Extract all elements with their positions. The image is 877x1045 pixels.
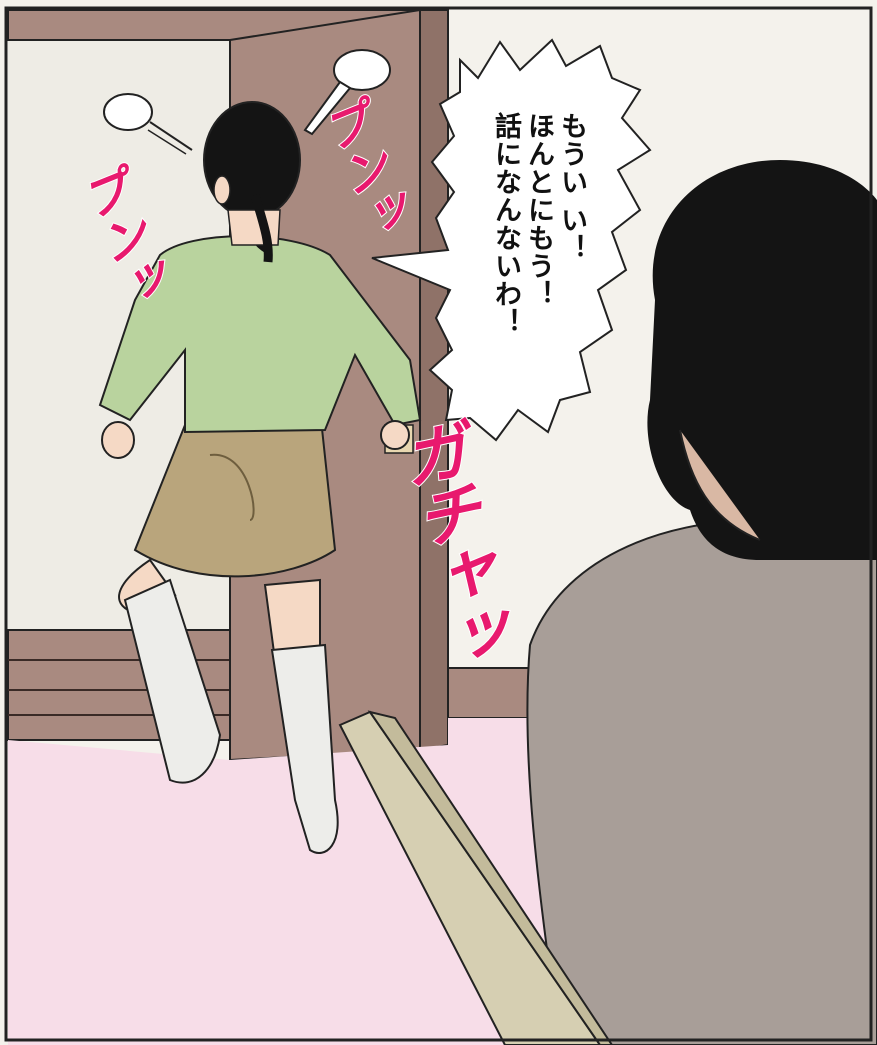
chair-back [338, 710, 614, 1045]
huff-cloud-icon [303, 49, 391, 136]
dialogue-text: もうい い！ ほんとにもう！ 話になんないわ！ [480, 112, 588, 442]
dialogue-line-3: 話になんないわ！ [490, 112, 521, 336]
man-figure [526, 160, 877, 1045]
huff-cloud-icon [103, 93, 193, 155]
woman-figure [98, 101, 422, 854]
speech-balloon [371, 38, 652, 442]
panel-border [4, 6, 873, 1042]
dialogue-line-2: ほんとにもう！ [523, 112, 554, 308]
dialogue-line-1: もうい い！ [556, 112, 587, 263]
